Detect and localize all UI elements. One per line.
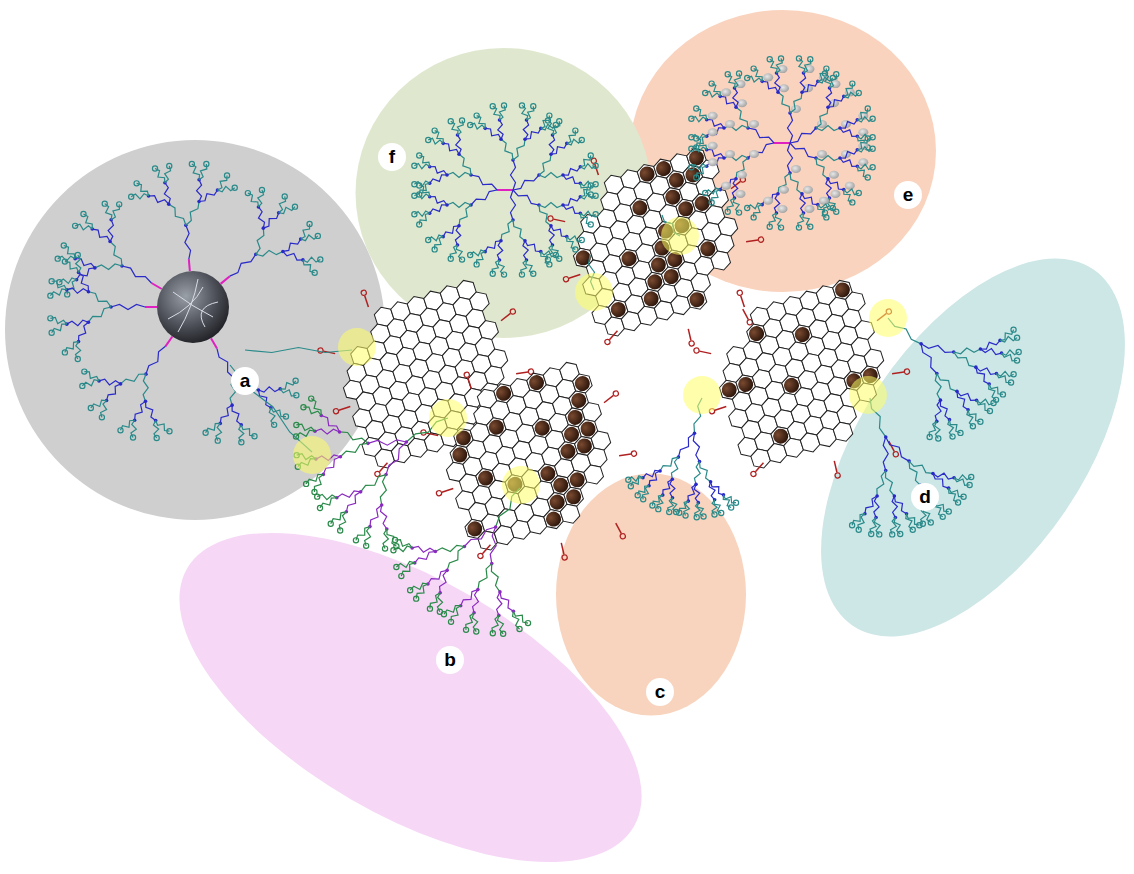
ellipse-outline [630,10,936,292]
region-ellipse: e [630,10,936,292]
dendrimer-branch [447,547,464,571]
dendrimer-branch [370,505,382,527]
dendrimer-branch [694,462,700,485]
dendrimer-branch [435,545,464,551]
region-ellipse: d [812,245,1134,650]
ellipse-outline [5,140,385,520]
dendrimer-branch [478,564,492,590]
panel-letter: a [231,367,259,395]
dendrimer-branch [660,457,678,471]
panel-letter: b [436,646,464,674]
attachment-highlight [683,376,721,414]
dendrimer-branch [381,505,387,529]
ellipse-outline [812,245,1134,650]
panel-letter: f [378,143,406,171]
dendrimer-branch [380,475,386,505]
attachment-highlight [849,376,887,414]
panel-letter: d [911,483,939,511]
dendrimer-branch [361,475,386,492]
region-ellipse: f [355,48,652,338]
ellipse-outline [355,48,652,338]
dendrimer-branch [700,462,711,482]
dendrimer-branch [709,482,715,500]
attachment-highlight [429,399,467,437]
panel-letter: c [646,678,674,706]
dendrimer-branch [693,433,699,461]
attachment-highlight [869,299,907,337]
dendrimer-branch [386,442,406,475]
dendrimer-branch [497,592,502,616]
panel-letter: e [894,181,922,209]
dendrimer-branch [490,527,496,564]
attachment-highlight [575,273,613,311]
region-ellipse: c [555,472,747,717]
attachment-highlight [338,328,376,366]
dendrimer-branch [678,433,694,457]
region-ellipse: a [5,140,385,520]
dendrimer-branch [464,527,495,547]
dendrimer-branch [337,491,361,498]
ellipse-outline [158,545,663,850]
attachment-highlight [661,217,699,255]
dendrimer-branch [500,592,513,611]
dendrimer-branch [491,564,500,592]
attachment-highlight [293,436,331,474]
region-ellipse: b [158,545,663,850]
dendrimer-branch [346,492,360,512]
dendrimer-branch [415,552,436,563]
dendrimer-branch [368,440,406,445]
attachment-highlight [502,466,540,504]
dendrimer-branch [412,546,435,552]
